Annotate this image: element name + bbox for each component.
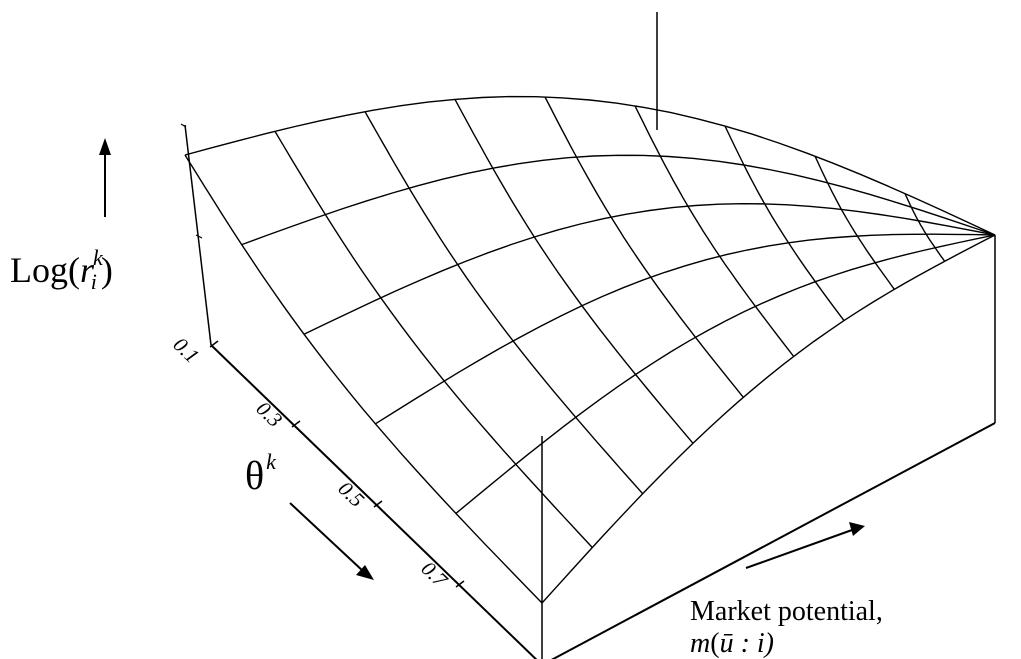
market-axis-line [551, 422, 996, 659]
left-axis-tick-top [180, 123, 187, 128]
market-axis-formula: m(ū : i) [690, 628, 774, 659]
theta-direction-arrow [289, 502, 374, 580]
theta-tick-3-mark [455, 580, 465, 588]
surface-row-line-1 [241, 154, 996, 246]
surface-row-line-0 [184, 95, 996, 236]
surface-column-line-2 [364, 111, 644, 495]
surface-row-line-3 [375, 233, 996, 425]
theta-tick-1-mark [291, 420, 301, 428]
surface-row-line-2 [303, 202, 996, 335]
z-axis-arrow [99, 138, 111, 217]
theta-axis-label: θk [245, 449, 277, 498]
market-direction-arrow [745, 522, 865, 569]
surface-column-line-4 [544, 96, 744, 398]
surface-column-line-5 [634, 105, 795, 357]
theta-tick-0-label: 0.1 [169, 332, 205, 367]
left-vertical-axis [184, 124, 212, 346]
theta-tick-0-mark [209, 340, 219, 348]
surface-mesh [184, 95, 996, 604]
surface-column-line-0 [184, 154, 543, 604]
surface-column-line-8 [904, 193, 946, 262]
theta-tick-2-mark [373, 500, 383, 508]
theta-tick-3-label: 0.7 [417, 556, 454, 593]
market-axis-label: Market potential, [690, 596, 883, 627]
theta-tick-2-label: 0.5 [334, 476, 370, 511]
surface-column-line-1 [274, 131, 593, 548]
surface-row-line-5 [541, 234, 996, 604]
surface-column-line-7 [814, 155, 895, 290]
left-axis-tick-middle [195, 234, 203, 239]
theta-tick-1-label: 0.3 [252, 396, 288, 431]
surface-column-line-3 [454, 99, 694, 444]
theta-axis-line [210, 344, 538, 659]
surface-row-line-4 [455, 234, 996, 514]
surface-column-line-6 [724, 125, 845, 322]
